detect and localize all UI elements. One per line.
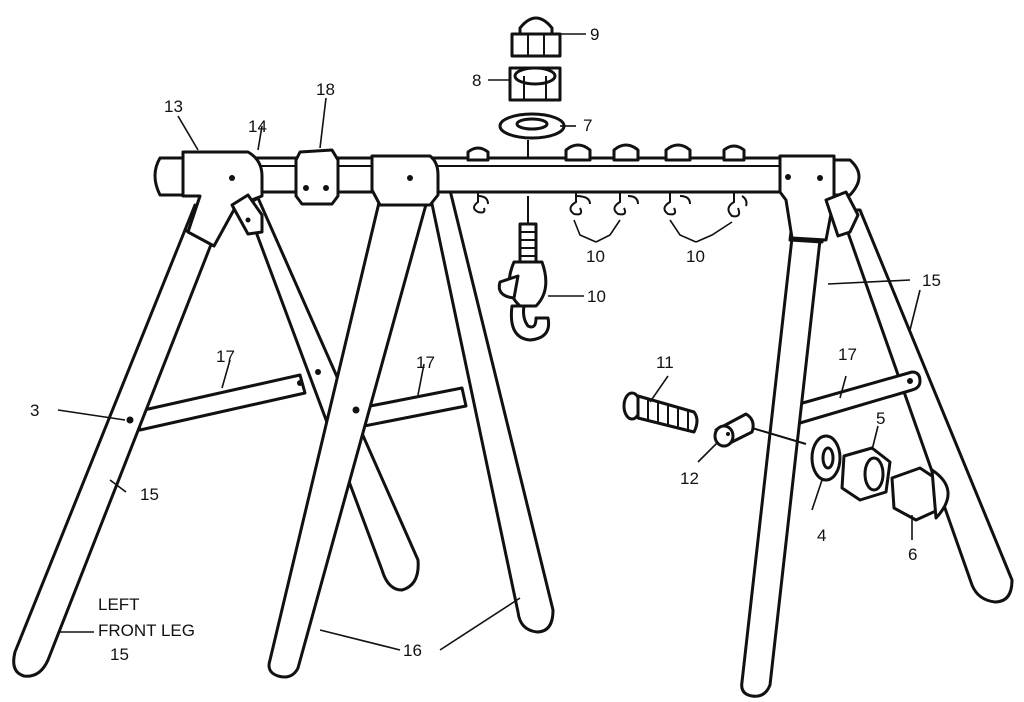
label-part-9: 9 <box>590 25 599 44</box>
large-swing-hook <box>497 222 551 342</box>
label-part-10-hook: 10 <box>587 287 606 306</box>
label-part-5: 5 <box>876 409 885 428</box>
right-corner-bracket <box>778 154 861 242</box>
spring-bushing-11 <box>622 391 699 434</box>
top-bar <box>180 156 834 194</box>
washer-4 <box>810 434 842 482</box>
right-back-leg <box>838 208 1014 604</box>
label-part-8: 8 <box>472 71 481 90</box>
label-part-11: 11 <box>656 353 674 372</box>
label-part-14: 14 <box>248 117 267 136</box>
s-hooks-row <box>473 192 748 218</box>
label-part-4: 4 <box>817 526 826 545</box>
label-part-6: 6 <box>908 545 917 564</box>
label-part-3: 3 <box>30 401 39 420</box>
middle-bracket <box>370 154 440 207</box>
middle-back-leg <box>426 180 555 634</box>
label-part-15-right: 15 <box>922 271 941 290</box>
acorn-nut-6 <box>890 466 950 522</box>
label-part-12: 12 <box>680 469 699 488</box>
label-part-18: 18 <box>316 80 335 99</box>
label-part-15-caption: 15 <box>110 645 129 664</box>
label-part-10-right: 10 <box>686 247 705 266</box>
label-part-17-left: 17 <box>216 347 235 366</box>
acorn-nut-9 <box>510 16 562 58</box>
label-part-17-right: 17 <box>838 345 857 364</box>
label-part-16: 16 <box>403 641 422 660</box>
label-left-front-leg-line2: FRONT LEG <box>98 621 195 640</box>
label-left-front-leg-line1: LEFT <box>98 595 140 614</box>
middle-front-leg <box>267 188 432 679</box>
clamp-bracket <box>294 148 340 206</box>
washer-7 <box>498 112 566 140</box>
label-part-7: 7 <box>583 116 592 135</box>
label-part-15-left: 15 <box>140 485 159 504</box>
label-part-13: 13 <box>164 97 183 116</box>
left-spreader-bar <box>133 373 307 432</box>
leader-lines <box>57 33 921 651</box>
hex-nut-8 <box>508 66 562 102</box>
left-corner-bracket <box>153 150 264 248</box>
label-part-10-middle: 10 <box>586 247 605 266</box>
label-part-17-middle: 17 <box>416 353 435 372</box>
bolt-12 <box>713 412 807 448</box>
eye-bolt-nuts-row <box>466 143 746 162</box>
callout-labels: 3 4 5 6 7 8 9 10 10 10 11 12 13 14 15 15… <box>30 25 941 664</box>
hex-nut-5 <box>840 446 892 502</box>
